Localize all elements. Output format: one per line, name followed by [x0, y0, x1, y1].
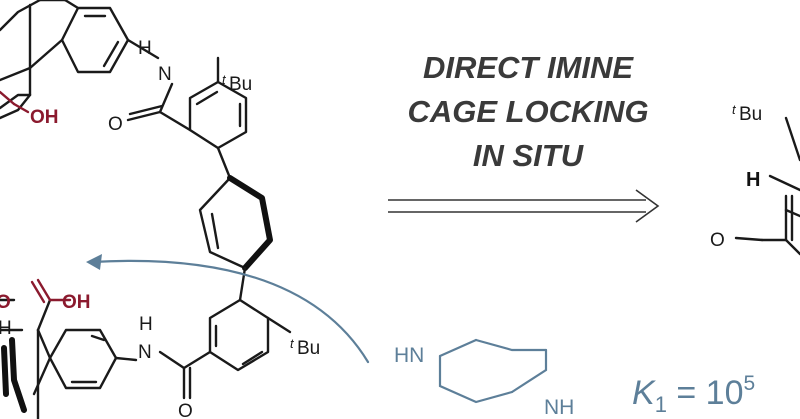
piperazine	[438, 338, 548, 404]
k-subscript: 1	[655, 392, 667, 417]
equilibrium-constant: K1 = 105	[632, 372, 755, 417]
lower-aryl-arm	[158, 298, 292, 400]
k-equals: = 10	[667, 374, 744, 412]
headline-line-2: CAGE LOCKING	[407, 94, 648, 129]
lower-tbu-label: Bu	[297, 338, 320, 359]
k-exponent: 5	[744, 372, 756, 395]
product-tbu-label: Bu	[739, 104, 762, 125]
piperazine-nh-label: NH	[544, 396, 574, 419]
lower-oh-label: OH	[62, 292, 91, 313]
lower-tbu-sup: t	[290, 336, 295, 351]
upper-anthracene-fragment	[0, 0, 160, 120]
upper-carbonyl-o: O	[108, 114, 123, 135]
product-h-label: H	[746, 169, 760, 191]
k-symbol: K	[632, 374, 656, 412]
headline-line-1: DIRECT IMINE	[423, 50, 634, 85]
upper-tbu-label: Bu	[229, 74, 252, 95]
headline-line-3: IN SITU	[473, 138, 585, 173]
central-phenylene	[198, 175, 273, 302]
lower-anthracene-fragment	[0, 278, 138, 419]
upper-oh-label: OH	[30, 107, 59, 128]
lower-amide-n: N	[138, 342, 152, 363]
lower-o-label: O	[0, 292, 11, 313]
svg-text:K1 = 105: K1 = 105	[632, 372, 755, 417]
piperazine-hn-label: HN	[394, 344, 424, 367]
upper-amide-arm	[126, 56, 248, 180]
curved-arrow	[86, 254, 370, 364]
upper-tbu-sup: t	[222, 72, 227, 87]
lower-carbonyl-o: O	[178, 401, 193, 419]
product-fragment	[734, 116, 800, 256]
upper-amide-h: H	[138, 38, 152, 59]
upper-amide-n: N	[158, 64, 172, 85]
lower-h-label: H	[0, 318, 12, 339]
reaction-arrow	[388, 189, 660, 223]
product-o-label: O	[710, 230, 725, 251]
product-tbu-sup: t	[732, 102, 737, 117]
lower-amide-h: H	[139, 314, 153, 335]
